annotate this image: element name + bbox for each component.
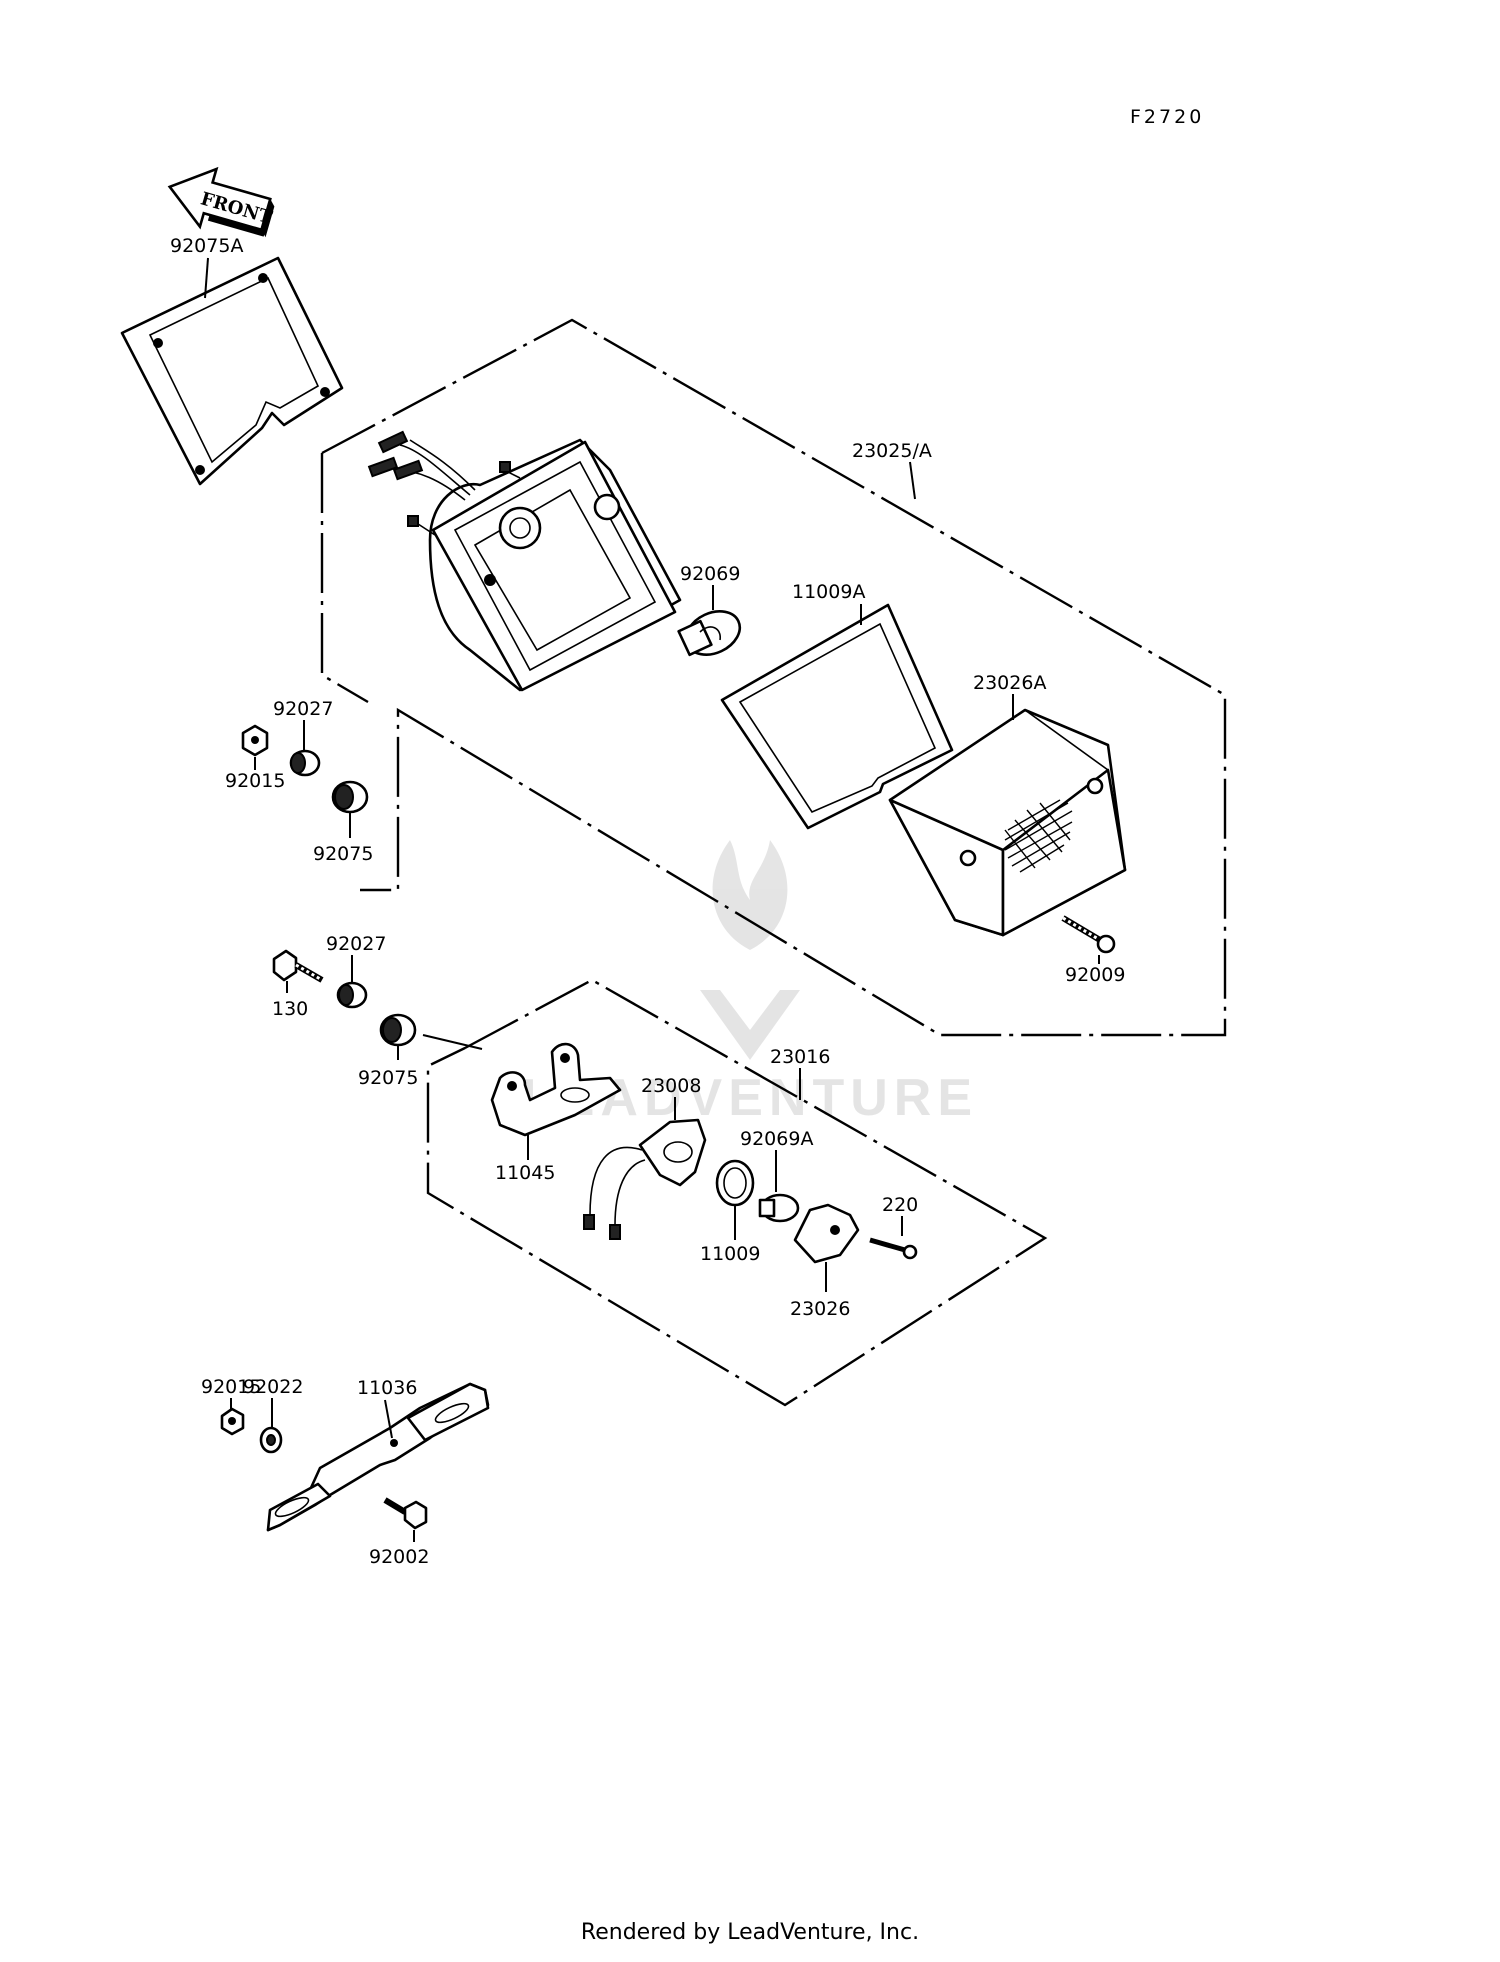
- figure-code: F2720: [1130, 106, 1204, 128]
- nut-92015-b: [220, 1407, 245, 1436]
- label-92069A[interactable]: 92069A: [740, 1128, 813, 1150]
- label-92027-a[interactable]: 92027: [273, 698, 333, 720]
- label-11009A[interactable]: 11009A: [792, 581, 865, 603]
- bulb-92069: [677, 610, 742, 657]
- nut-92015-a: [241, 724, 269, 757]
- label-11045[interactable]: 11045: [495, 1162, 555, 1184]
- grommet-92075-a: [331, 780, 369, 814]
- label-92009[interactable]: 92009: [1065, 964, 1125, 986]
- bolt-92002: [383, 1497, 428, 1530]
- label-92075A[interactable]: 92075A: [170, 235, 243, 257]
- mount-bracket-11036: [266, 1382, 490, 1532]
- license-lens-23026: [793, 1203, 860, 1264]
- label-92015-a[interactable]: 92015: [225, 770, 285, 792]
- lens-pattern: [1004, 799, 1073, 873]
- gasket-plate-92075A: [120, 256, 344, 486]
- front-arrow-icon: FRONT: [167, 166, 275, 238]
- bulb-92069A: [758, 1193, 800, 1223]
- assembly-outline-23025A: [321, 318, 1227, 1037]
- label-23025A[interactable]: 23025/A: [852, 440, 932, 462]
- screw-220: [869, 1237, 918, 1260]
- footer-credit: Rendered by LeadVenture, Inc.: [580, 1920, 920, 1945]
- label-11009[interactable]: 11009: [700, 1243, 760, 1265]
- bracket-11045: [490, 1042, 622, 1137]
- leader-lines: [204, 257, 1100, 1542]
- grommet-92075-b: [379, 1013, 417, 1047]
- label-92015-b[interactable]: 92015: [201, 1376, 261, 1398]
- label-23026[interactable]: 23026: [790, 1298, 850, 1320]
- label-92075-a[interactable]: 92075: [313, 843, 373, 865]
- tail-light-housing: [367, 430, 682, 692]
- label-220[interactable]: 220: [882, 1194, 918, 1216]
- collar-92027-a: [289, 749, 321, 777]
- label-92022[interactable]: 92022: [243, 1376, 303, 1398]
- label-92027-b[interactable]: 92027: [326, 933, 386, 955]
- label-130[interactable]: 130: [272, 998, 308, 1020]
- label-92069[interactable]: 92069: [680, 563, 740, 585]
- label-23016[interactable]: 23016: [770, 1046, 830, 1068]
- tail-lens-23026A: [888, 708, 1127, 937]
- assembly-outline-23025A-left: [320, 453, 369, 704]
- bolt-130: [272, 949, 324, 983]
- gasket-ring-11009: [715, 1159, 755, 1207]
- label-92002[interactable]: 92002: [369, 1546, 429, 1568]
- assembly-outline-23016: [426, 978, 1048, 1407]
- label-23008[interactable]: 23008: [641, 1075, 701, 1097]
- label-92075-b[interactable]: 92075: [358, 1067, 418, 1089]
- collar-92027-b: [336, 981, 368, 1009]
- label-23026A[interactable]: 23026A: [973, 672, 1046, 694]
- socket-23008: [583, 1118, 707, 1240]
- lens-gasket-11009A: [720, 603, 954, 830]
- washer-92022: [259, 1426, 283, 1454]
- screw-92009: [1061, 915, 1116, 954]
- label-11036[interactable]: 11036: [357, 1377, 417, 1399]
